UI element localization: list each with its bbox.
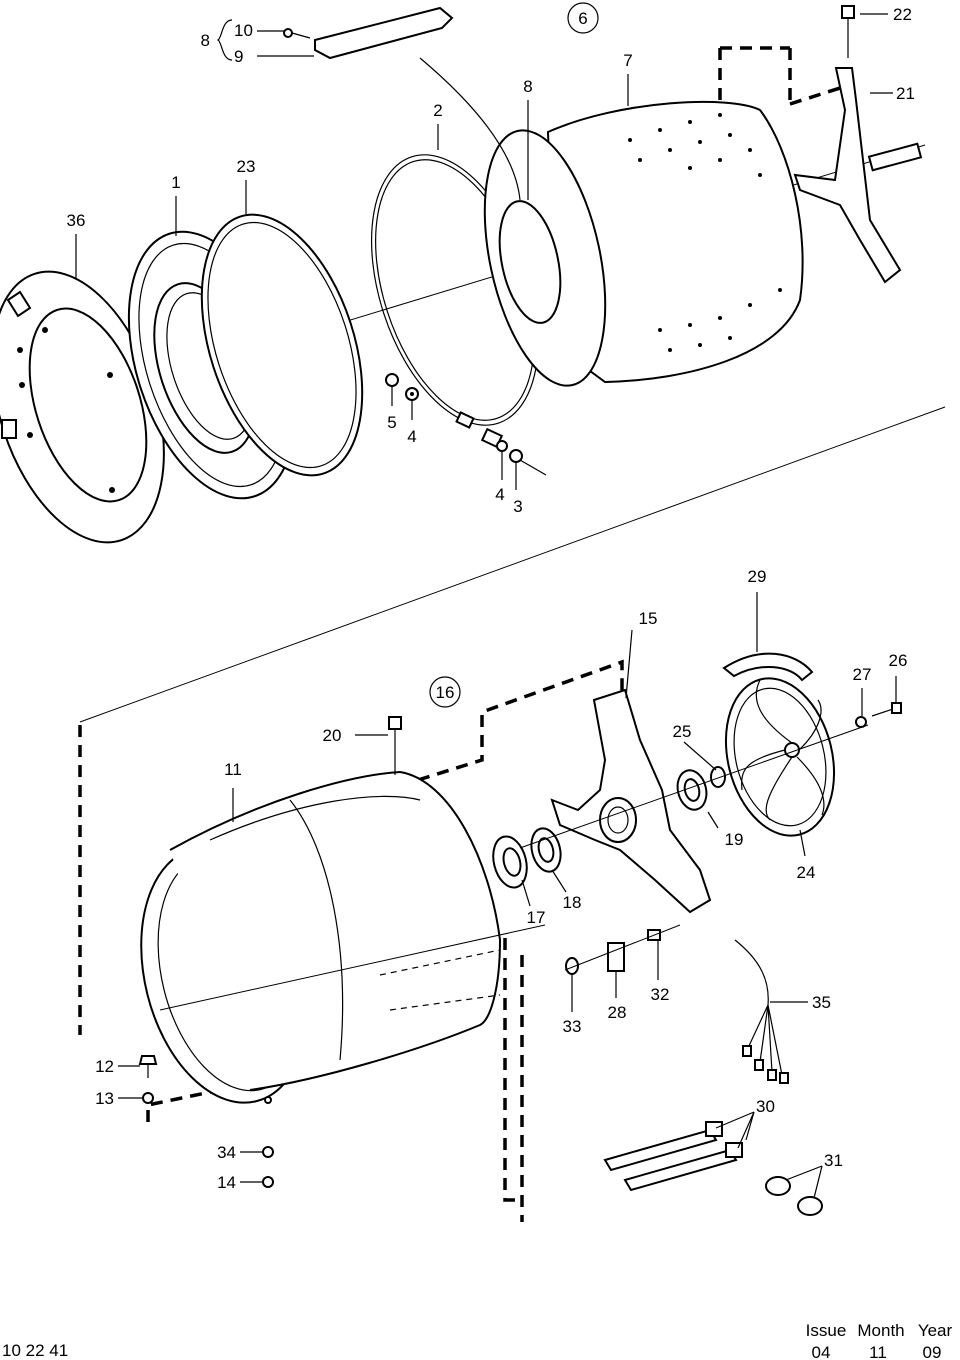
doc-number: 10 22 41: [2, 1341, 68, 1360]
tub-feet-fasteners: [138, 1055, 274, 1188]
pulley-segment: [722, 652, 814, 682]
label-part-24: 24: [797, 863, 816, 882]
drum-spider: [793, 67, 923, 284]
label-part-4-upper: 4: [407, 427, 416, 446]
upper-leader-lines: [75, 13, 893, 490]
group-6-label: 6: [578, 9, 587, 28]
drum-lifter: [283, 6, 521, 201]
label-part-7: 7: [623, 51, 632, 70]
label-part-22: 22: [893, 5, 912, 24]
spider-screw: [841, 5, 855, 58]
label-part-3: 3: [513, 497, 522, 516]
tub-gasket: [200, 213, 364, 477]
label-part-2: 2: [433, 101, 442, 120]
shaft-seal: [492, 835, 528, 889]
label-part-19: 19: [725, 830, 744, 849]
label-part-13: 13: [95, 1089, 114, 1108]
label-part-30: 30: [756, 1097, 775, 1116]
tub-screw: [388, 716, 402, 775]
front-bearing: [530, 827, 562, 873]
label-part-14: 14: [217, 1173, 236, 1192]
lower-leader-lines: [118, 592, 897, 1199]
label-part-15: 15: [639, 609, 658, 628]
group-16-label: 16: [436, 683, 455, 702]
label-part-10: 10: [234, 21, 253, 40]
label-part-12: 12: [95, 1057, 114, 1076]
drum: [483, 100, 804, 387]
label-part-26: 26: [889, 651, 908, 670]
label-part-5: 5: [387, 413, 396, 432]
tub-cross: [550, 688, 712, 914]
footer-header-issue: Issue: [806, 1321, 847, 1340]
upper-assembly: [0, 5, 946, 723]
label-part-17: 17: [527, 908, 546, 927]
group-16-circle: [429, 676, 461, 708]
label-part-31: 31: [824, 1151, 843, 1170]
label-part-1: 1: [171, 173, 180, 192]
rear-bearing: [676, 769, 708, 811]
footer-issue-value: 04: [812, 1343, 831, 1360]
label-part-4-lower: 4: [495, 485, 504, 504]
label-part-18: 18: [563, 893, 582, 912]
heating-elements: [603, 1121, 743, 1192]
label-part-32: 32: [651, 985, 670, 1004]
sensor-parts: [564, 924, 681, 975]
label-part-29: 29: [748, 567, 767, 586]
wiring-harness: [734, 939, 789, 1084]
label-part-20: 20: [323, 726, 342, 745]
lower-assembly: [78, 592, 902, 1222]
label-part-9: 9: [234, 47, 243, 66]
footer-month-value: 11: [869, 1343, 887, 1360]
label-part-35: 35: [812, 993, 831, 1012]
label-part-11: 11: [224, 760, 242, 779]
label-part-34: 34: [217, 1143, 236, 1162]
footer: 10 22 41 Issue Month Year 04 11 09: [2, 1321, 953, 1360]
outer-tub: [140, 770, 546, 1104]
element-brackets: [765, 1176, 823, 1216]
drive-pulley: [724, 677, 836, 837]
part-number-labels: 8 10 9 22 7 21 8 2 23 1 36 5 4 4 3 29 15…: [67, 5, 915, 1192]
label-part-33: 33: [563, 1017, 582, 1036]
label-part-28: 28: [608, 1003, 627, 1022]
label-part-8-group: 8: [201, 31, 210, 50]
label-part-8: 8: [523, 77, 532, 96]
label-part-21: 21: [896, 84, 915, 103]
clamp-screws: [385, 373, 547, 476]
group-6-circle: [567, 2, 599, 34]
circlip: [710, 766, 726, 788]
pulley-screw: [855, 702, 902, 728]
label-part-25: 25: [673, 722, 692, 741]
footer-header-month: Month: [857, 1321, 904, 1340]
separator-line: [79, 406, 946, 723]
label-part-36: 36: [67, 211, 86, 230]
front-panel-ring: [0, 270, 165, 544]
drum-perforations: [628, 113, 782, 352]
footer-year-value: 09: [923, 1343, 942, 1360]
label-part-27: 27: [853, 665, 872, 684]
label-part-23: 23: [237, 157, 256, 176]
footer-header-year: Year: [918, 1321, 953, 1340]
